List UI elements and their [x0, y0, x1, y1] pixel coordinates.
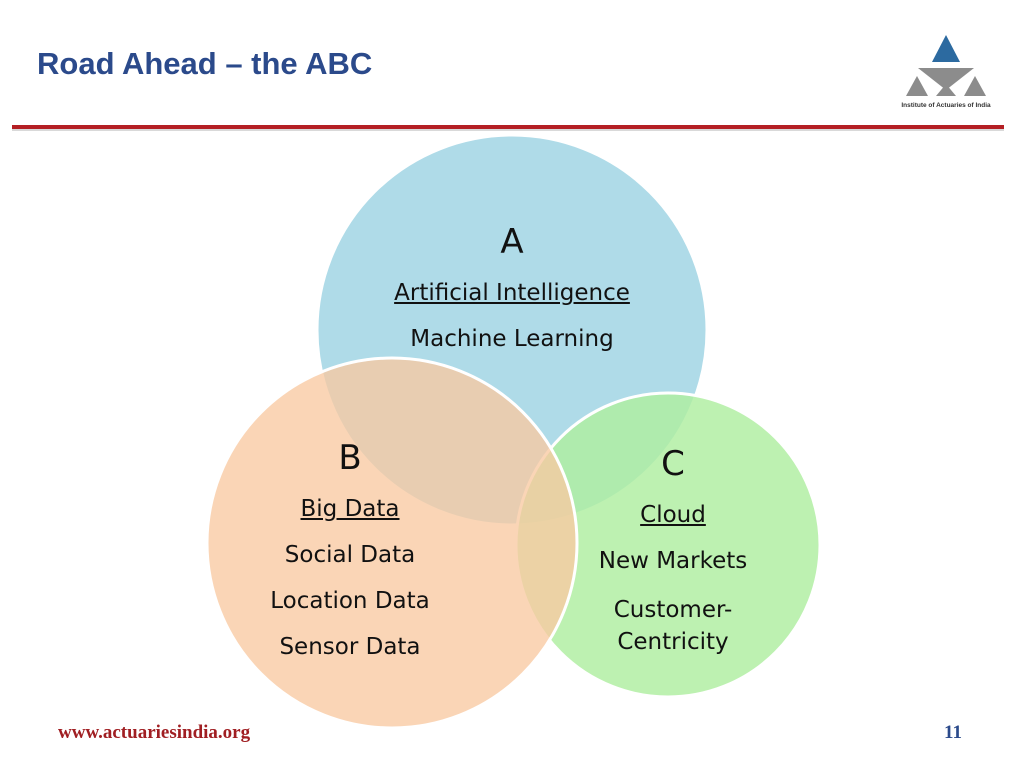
header-rule — [12, 125, 1004, 129]
header-rule-shadow — [12, 129, 1004, 131]
logo-caption: Institute of Actuaries of India — [901, 102, 991, 109]
institute-logo: Institute of Actuaries of India — [898, 32, 994, 114]
set-b-text: B Big Data Social Data Location Data Sen… — [230, 438, 470, 680]
set-c-item: Cloud — [640, 502, 706, 528]
set-a-item: Artificial Intelligence — [394, 280, 630, 306]
set-b-item: Big Data — [300, 496, 400, 522]
set-a-item: Machine Learning — [410, 326, 614, 352]
logo-triangle-icon — [906, 35, 986, 96]
set-a-letter: A — [500, 222, 524, 262]
set-c-text: C Cloud New Markets Customer- Centricity — [563, 444, 783, 678]
page-number: 11 — [944, 722, 962, 743]
set-a-text: A Artificial Intelligence Machine Learni… — [362, 222, 662, 372]
set-b-item: Location Data — [270, 588, 430, 614]
set-b-circle — [205, 356, 579, 730]
set-b-item: Social Data — [284, 542, 416, 568]
slide-title: Road Ahead – the ABC — [37, 46, 373, 81]
set-c-letter: C — [661, 444, 685, 484]
footer-website-link[interactable]: www.actuariesindia.org — [58, 722, 251, 743]
set-c-item: Customer- Centricity — [613, 597, 733, 655]
set-b-letter: B — [338, 438, 362, 478]
set-c-item: New Markets — [598, 548, 748, 574]
set-b-item: Sensor Data — [279, 634, 421, 660]
